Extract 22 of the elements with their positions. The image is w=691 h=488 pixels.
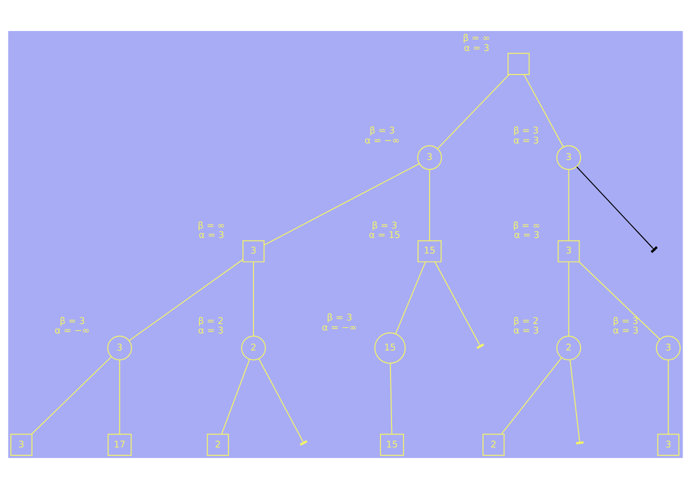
- node-label: α = 3: [513, 325, 539, 336]
- node-label: α = 3: [198, 230, 224, 241]
- node-label: α = 3: [464, 42, 490, 54]
- node-label: β = ∞: [462, 32, 490, 44]
- node-label: β = 3: [372, 220, 398, 231]
- node-label: α = −∞: [364, 134, 400, 146]
- node-label: α = 15: [368, 230, 400, 241]
- node-label: β = ∞: [198, 220, 225, 231]
- node-label: α = −∞: [54, 325, 90, 336]
- node-label: α = −∞: [322, 322, 357, 334]
- node-label: β = 3: [612, 315, 638, 326]
- node-label: β = ∞: [513, 220, 540, 231]
- node-label: β = 2: [198, 315, 224, 326]
- node-label: β = 3: [326, 312, 352, 324]
- node-label: α = 3: [514, 230, 540, 241]
- node-label: α = 3: [612, 325, 638, 336]
- node-label: β = 3: [513, 124, 539, 136]
- node-label: β = 3: [60, 315, 85, 326]
- node-label: α = 3: [198, 325, 224, 336]
- node-label: β = 2: [513, 315, 539, 326]
- node-label: β = 3: [370, 124, 395, 136]
- node-label: α = 3: [513, 134, 539, 146]
